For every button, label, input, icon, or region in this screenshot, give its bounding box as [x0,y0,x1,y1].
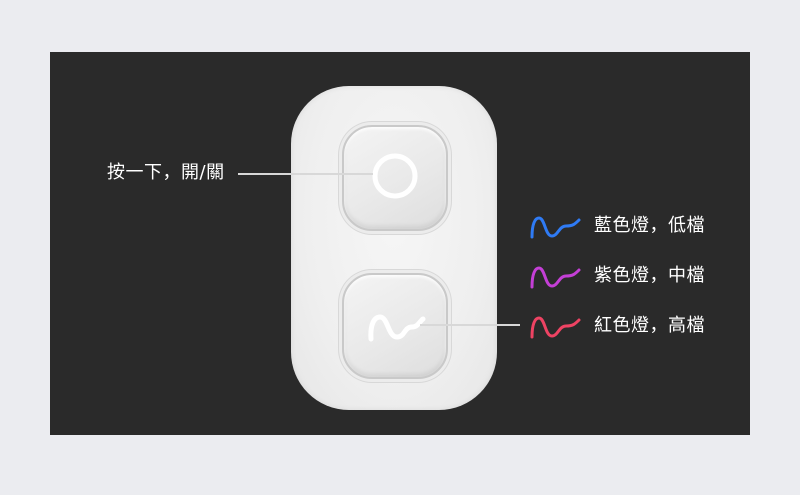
mode-button[interactable] [342,273,448,379]
wave-icon [530,316,581,339]
power-callout-line [238,173,373,175]
power-callout-label: 按一下，開/關 [107,162,225,183]
legend-label: 紅色燈，高檔 [594,315,705,336]
wave-icon [368,314,426,342]
wave-icon [530,266,581,289]
legend-label: 藍色燈，低檔 [594,215,705,236]
circle-icon [372,153,418,199]
wave-icon [530,216,581,239]
legend-label: 紫色燈，中檔 [594,265,705,286]
mode-callout-line [420,324,520,326]
power-button[interactable] [342,125,448,231]
